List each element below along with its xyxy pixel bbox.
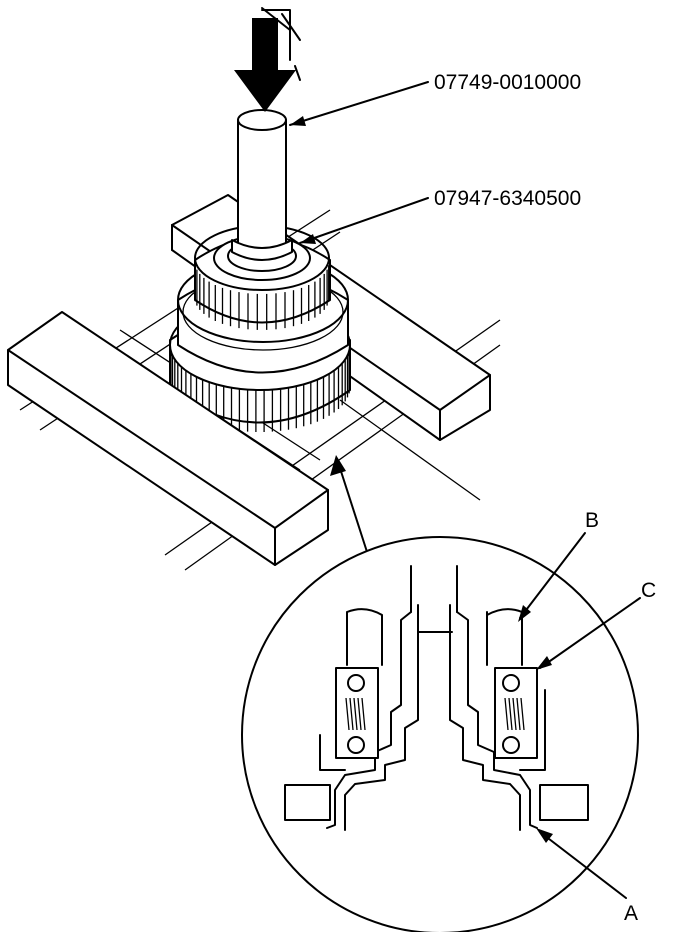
callout-c-label: C [641,579,656,602]
tool-driver-arrowhead [300,234,316,244]
tool-press-arrowhead [290,116,306,126]
spring-coil [345,697,350,731]
tool-press-leader [289,81,429,126]
spring-coil [520,697,525,731]
detail-pointer-line [337,461,369,556]
tool-driver-leader [299,197,429,244]
spring-coil [357,697,362,731]
spring-coil [349,697,354,731]
spring-coil [508,697,513,731]
press-force-arrow [234,7,301,112]
tool-driver-label: 07947-6340500 [434,187,581,210]
detail-cross-section [241,536,639,932]
callout-b-leader [519,532,586,619]
spring-coil [516,697,521,731]
spring-coil [361,697,366,731]
spring-coil [504,697,509,731]
callout-c-arrowhead [536,656,552,670]
callout-c-leader [539,597,641,669]
callout-b-arrowhead [518,605,531,622]
front-support-block [7,311,329,566]
callout-a-leader [539,831,627,899]
spring-coil [512,697,517,731]
tool-press-label: 07749-0010000 [434,71,581,94]
press-shaft [231,109,293,261]
spring-coil [353,697,358,731]
callout-a-arrowhead [536,828,553,843]
callout-a-label: A [624,902,638,925]
callout-b-label: B [585,509,599,532]
detail-pointer-arrowhead [330,455,346,476]
